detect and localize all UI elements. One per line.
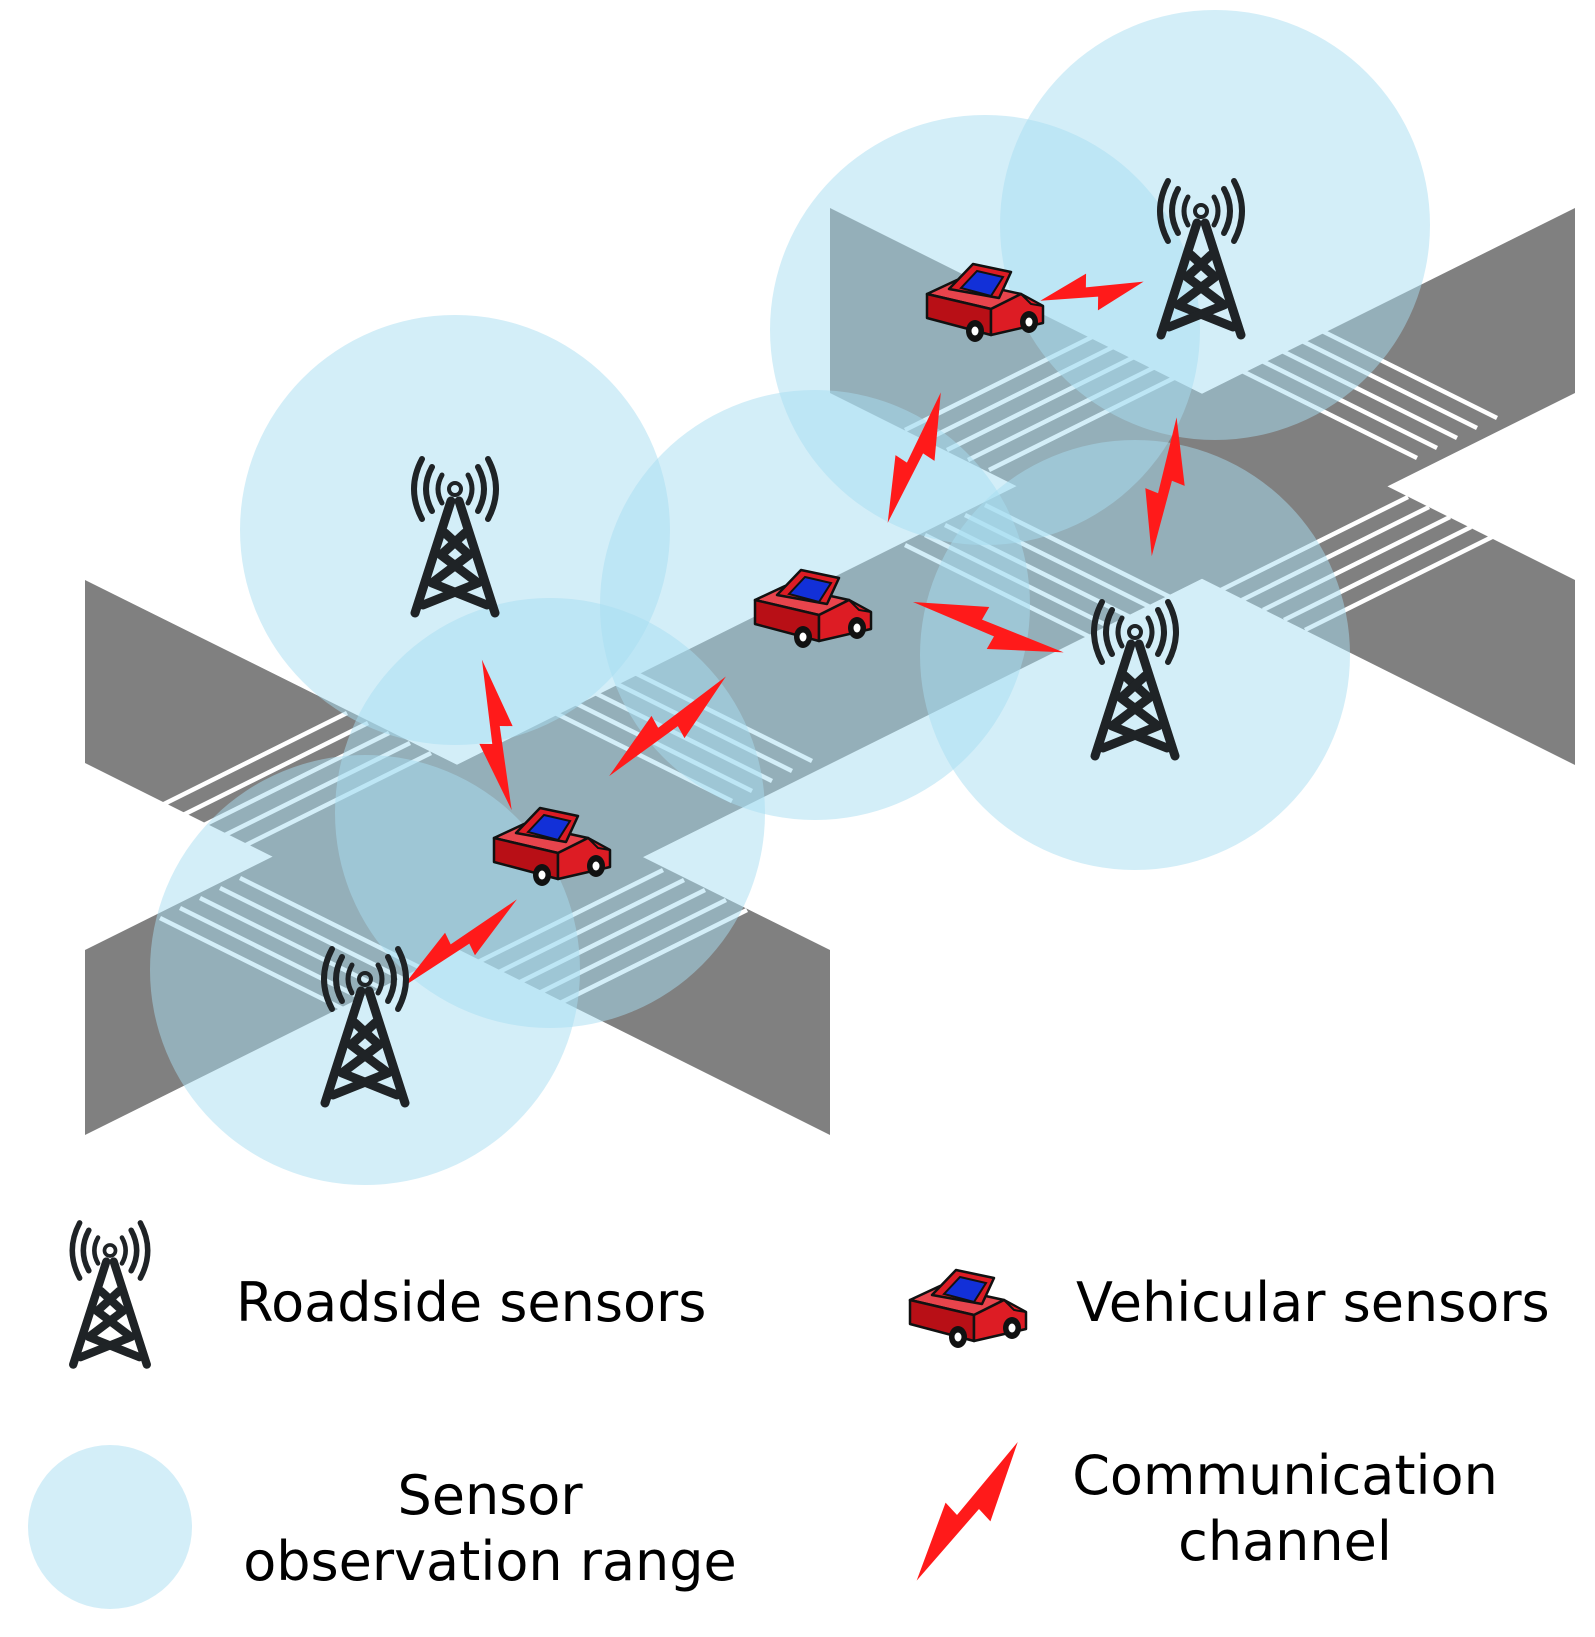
legend-observation-range-line2: observation range [243,1530,737,1593]
radio-tower-icon [72,1223,147,1365]
lightning-icon [894,1432,1042,1592]
legend-icons [28,1223,1042,1609]
legend-roadside-sensors-label: Roadside sensors [236,1271,707,1334]
legend-communication-line2: channel [1178,1510,1392,1573]
legend-observation-range-label: Sensor observation range [230,1463,750,1595]
range-circle [150,755,580,1185]
legend-vehicular-sensors-label: Vehicular sensors [1076,1271,1550,1334]
legend-communication-line1: Communication [1072,1444,1498,1507]
car-icon [908,1268,1028,1350]
circle-icon [28,1445,192,1609]
legend-communication-label: Communication channel [1055,1443,1515,1575]
legend-observation-range-line1: Sensor [397,1464,583,1527]
range-circle [920,440,1350,870]
